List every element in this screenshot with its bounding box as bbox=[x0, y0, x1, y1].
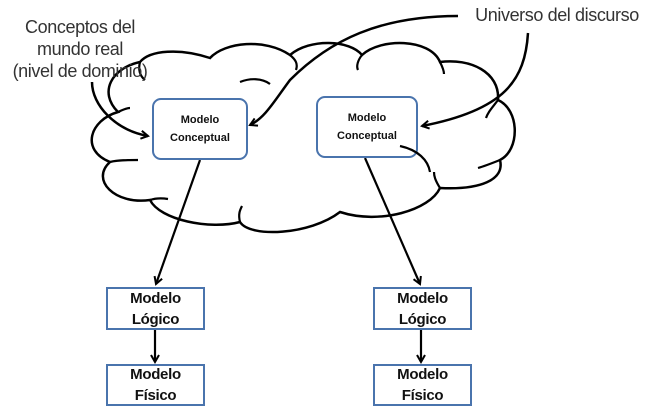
box-text: Modelo bbox=[347, 112, 387, 124]
cloud-scallop bbox=[477, 158, 501, 170]
box-text: Modelo bbox=[397, 289, 448, 307]
box-text: Físico bbox=[134, 387, 177, 404]
domain-concepts-label: Conceptos del mundo real (nivel de domin… bbox=[0, 16, 160, 82]
domain-label-line: Conceptos del bbox=[25, 17, 135, 37]
cloud-shape bbox=[90, 41, 516, 234]
domain-label-line: mundo real bbox=[36, 39, 124, 59]
arrow-right-conceptual-to-logical bbox=[363, 157, 420, 284]
domain-label-line: (nivel de dominio) bbox=[12, 61, 148, 81]
left-physical-model-box: Modelo Físico bbox=[106, 364, 205, 406]
box-text: Modelo bbox=[397, 366, 448, 383]
arrow-left-conceptual-to-logical bbox=[156, 159, 202, 284]
universe-label: Universo del discurso bbox=[475, 5, 639, 25]
arrow-universe-to-left-conceptual bbox=[250, 14, 459, 125]
box-text: Físico bbox=[401, 387, 444, 404]
cloud-scallop bbox=[439, 61, 446, 75]
cloud-scallop bbox=[289, 54, 298, 71]
right-physical-model-box: Modelo Físico bbox=[373, 364, 472, 406]
arrow-domain-to-conceptual bbox=[90, 81, 148, 136]
right-logical-model-box: Modelo Lógico bbox=[373, 287, 472, 330]
box-text: Modelo bbox=[130, 289, 181, 307]
box-text: Conceptual bbox=[337, 130, 397, 142]
cloud-scallop bbox=[356, 54, 363, 71]
box-text: Modelo bbox=[130, 366, 181, 383]
box-text: Modelo bbox=[180, 114, 220, 126]
box-text: Lógico bbox=[131, 310, 180, 328]
left-conceptual-model-box: Modelo Conceptual bbox=[152, 98, 248, 160]
right-conceptual-model-box: Modelo Conceptual bbox=[316, 96, 418, 158]
cloud-scallop bbox=[238, 205, 243, 223]
box-text: Lógico bbox=[398, 310, 447, 328]
cloud-scallop bbox=[432, 171, 441, 189]
cloud-scallop bbox=[109, 158, 139, 164]
box-text: Conceptual bbox=[170, 132, 230, 144]
left-logical-model-box: Modelo Lógico bbox=[106, 287, 205, 330]
cloud-scallop bbox=[117, 106, 131, 113]
cloud-scallop bbox=[484, 99, 499, 119]
arrow-universe-to-right-conceptual bbox=[422, 32, 530, 126]
cloud-scallop bbox=[138, 61, 146, 81]
cloud-scallop bbox=[149, 197, 169, 202]
